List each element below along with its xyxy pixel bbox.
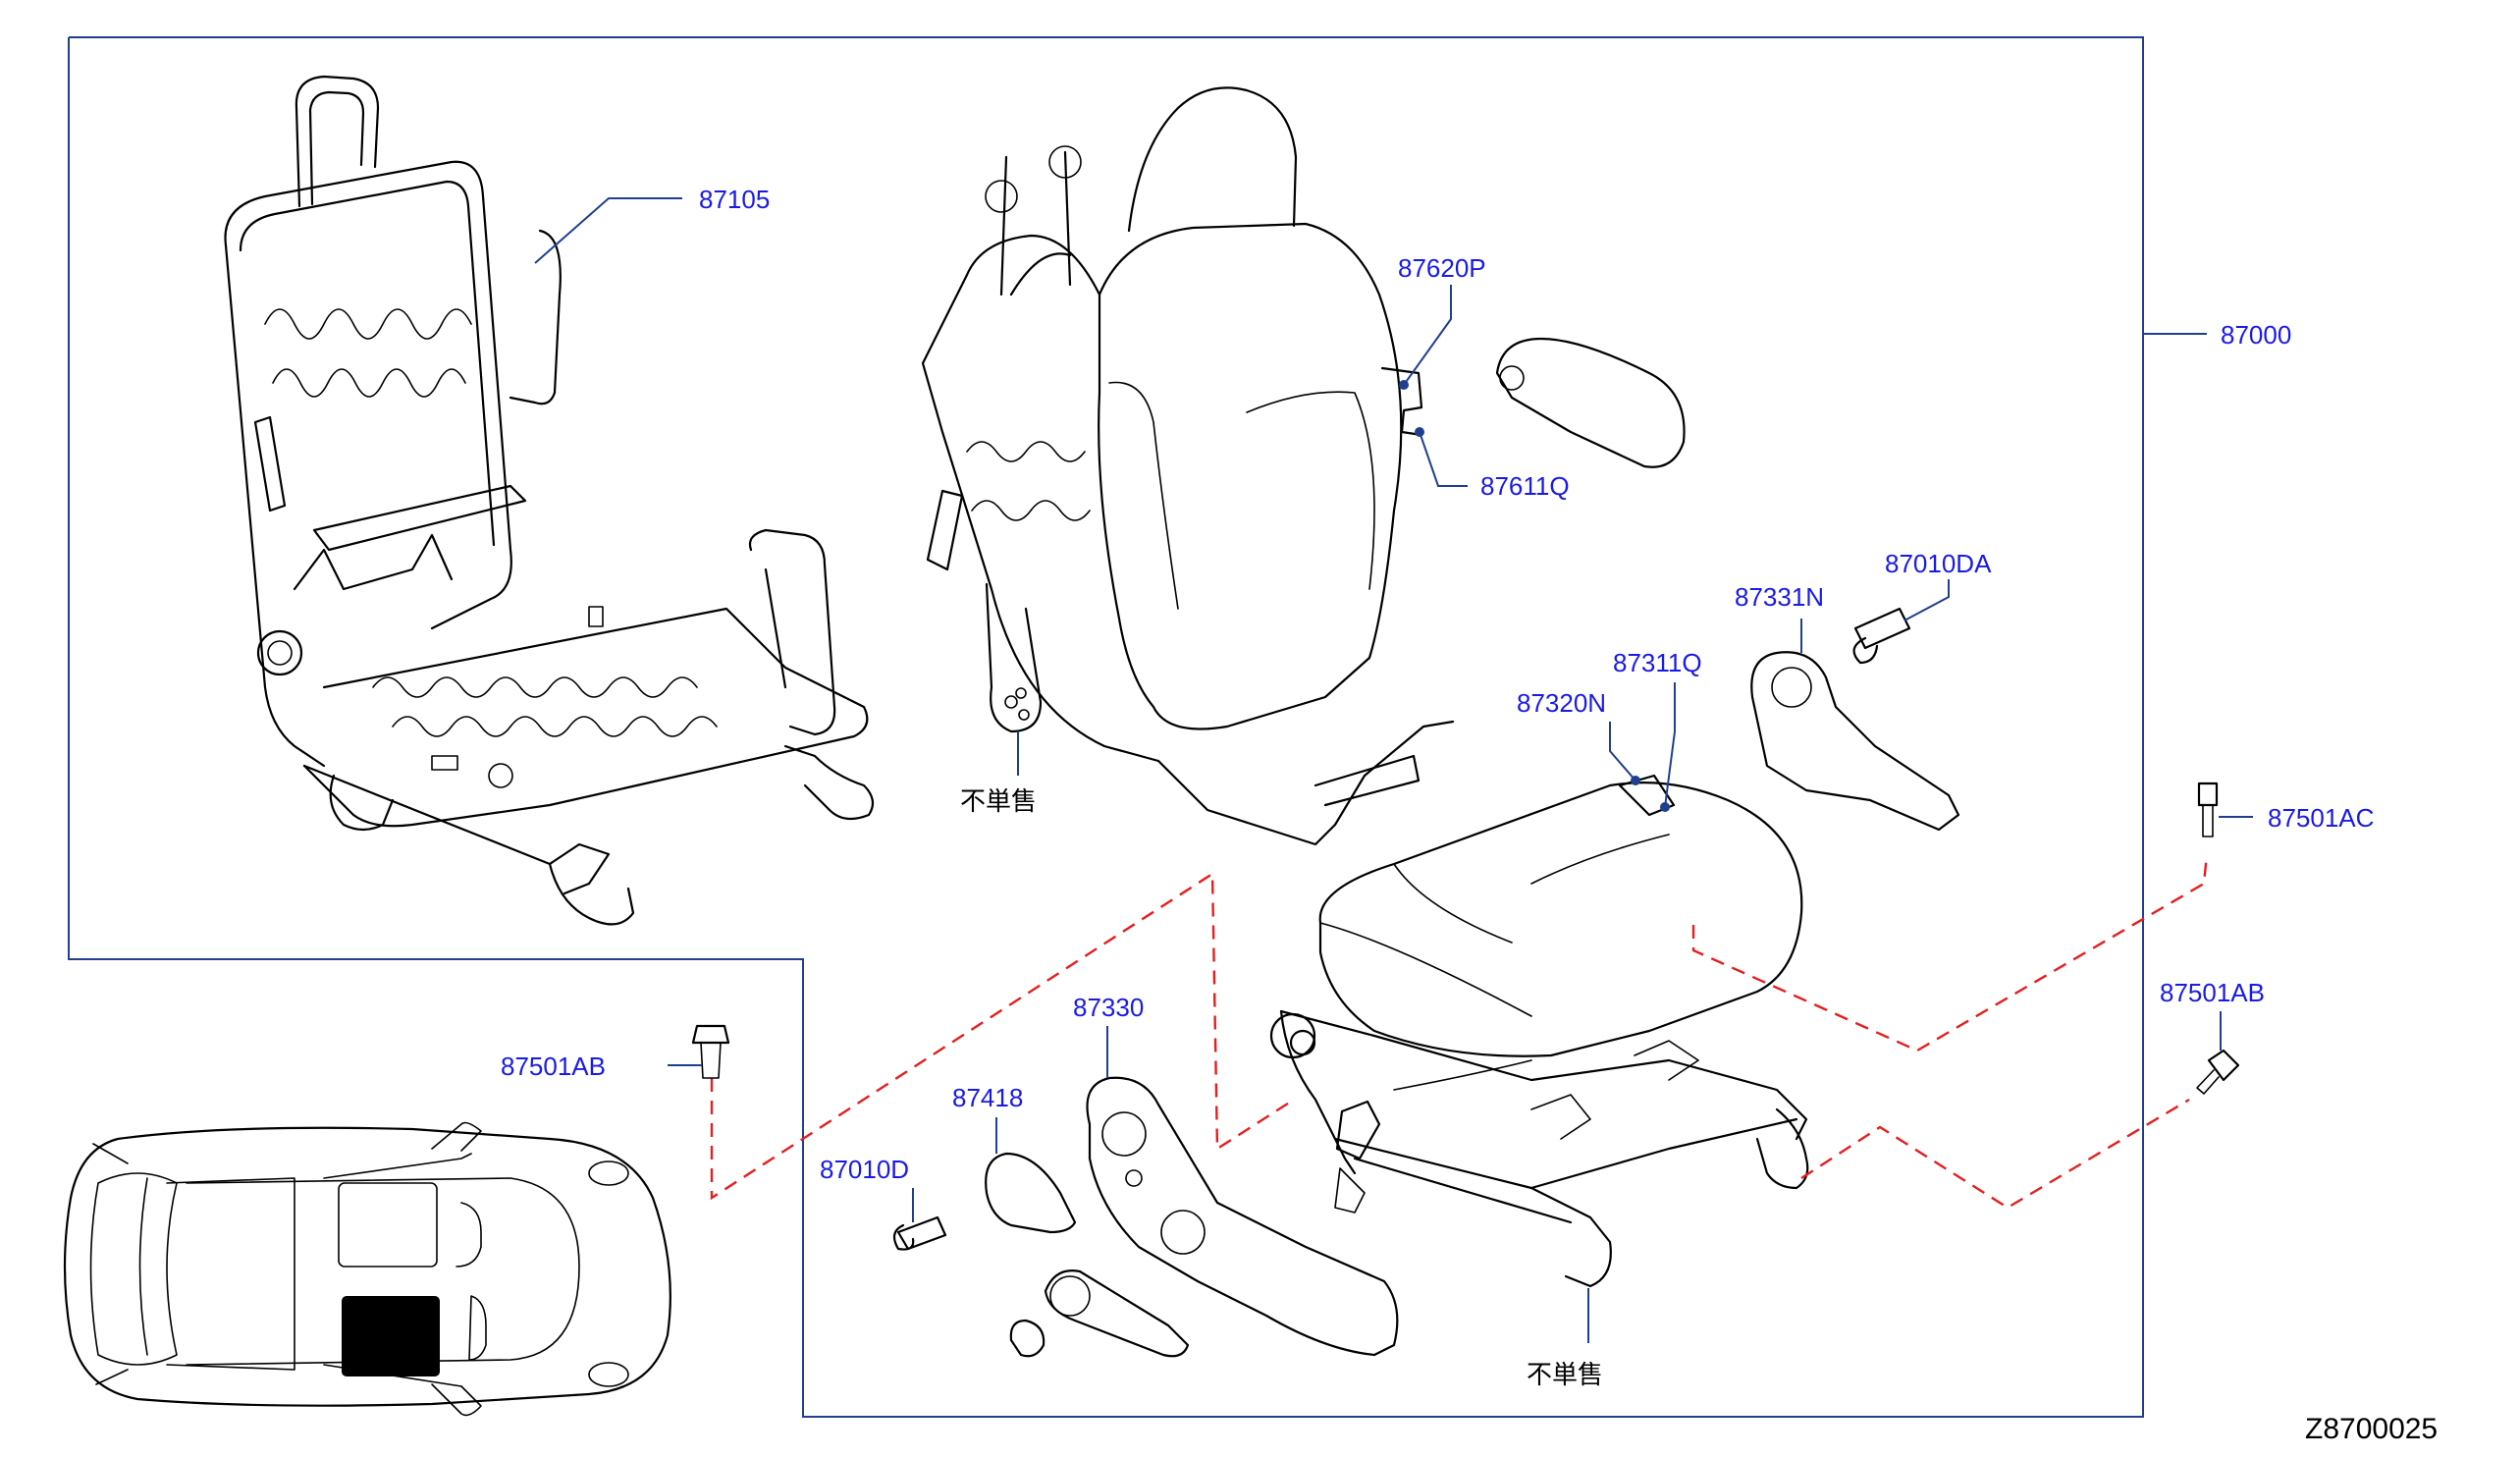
- clip-brackets: [1380, 366, 1424, 437]
- part-87331N-label: 87331N: [1735, 582, 1824, 612]
- dashed-link-left-bolt: [710, 871, 1295, 1201]
- part-87501AB-right-label: 87501AB: [2160, 978, 2265, 1007]
- bolt-87010D: [892, 1215, 947, 1251]
- part-87611Q-label: 87611Q: [1480, 471, 1570, 501]
- bolt-87501AB-right: [2196, 1049, 2240, 1095]
- dashed-link-87501AC: [1691, 853, 2209, 1052]
- leader-87105: [534, 197, 682, 264]
- part-87330-label: 87330: [1073, 993, 1144, 1022]
- part-87010D-label: 87010D: [820, 1155, 909, 1184]
- knob-87418: [985, 1152, 1077, 1234]
- not-sold-note-1: 不単售: [960, 787, 1037, 817]
- part-87320N-label: 87320N: [1517, 688, 1606, 718]
- seatback-frame-illustration: [224, 75, 875, 926]
- vehicle-top-view: [63, 1121, 671, 1417]
- leader-87010DA: [1903, 579, 1950, 621]
- seatback-trim-illustration: [921, 86, 1455, 846]
- part-87105-label: 87105: [699, 185, 770, 214]
- dashed-link-87501AB-right: [1800, 1098, 2190, 1210]
- part-87501AB-left-label: 87501AB: [501, 1052, 606, 1081]
- leader-87320N: [1609, 722, 1636, 782]
- headrest-illustration: [1495, 337, 1686, 468]
- leader-87611Q: [1419, 431, 1468, 487]
- seat-cushion-illustration: [1269, 782, 1809, 1288]
- seat-position-marker: [342, 1296, 440, 1376]
- part-87311Q-label: 87311Q: [1613, 648, 1702, 677]
- cover-87331N: [1750, 651, 1960, 832]
- part-87010DA-label: 87010DA: [1885, 549, 1992, 578]
- bolt-87010DA: [1852, 607, 1911, 665]
- part-87000-label: 87000: [2221, 320, 2291, 350]
- bolt-87501AB-left: [691, 1024, 730, 1079]
- bolt-87501AC: [2197, 782, 2219, 837]
- assembly-frame: [68, 36, 2144, 1418]
- side-cover-87330: [1086, 1076, 1399, 1357]
- diagram-code: Z8700025: [2305, 1413, 2438, 1445]
- part-87620P-label: 87620P: [1398, 253, 1486, 283]
- leader-87620P: [1403, 285, 1452, 386]
- lever-knob-illustration: [1009, 1269, 1190, 1358]
- not-sold-note-2: 不単售: [1527, 1361, 1603, 1390]
- leader-87311Q: [1664, 682, 1676, 808]
- part-87418-label: 87418: [952, 1083, 1023, 1112]
- part-87501AC-label: 87501AC: [2268, 803, 2374, 833]
